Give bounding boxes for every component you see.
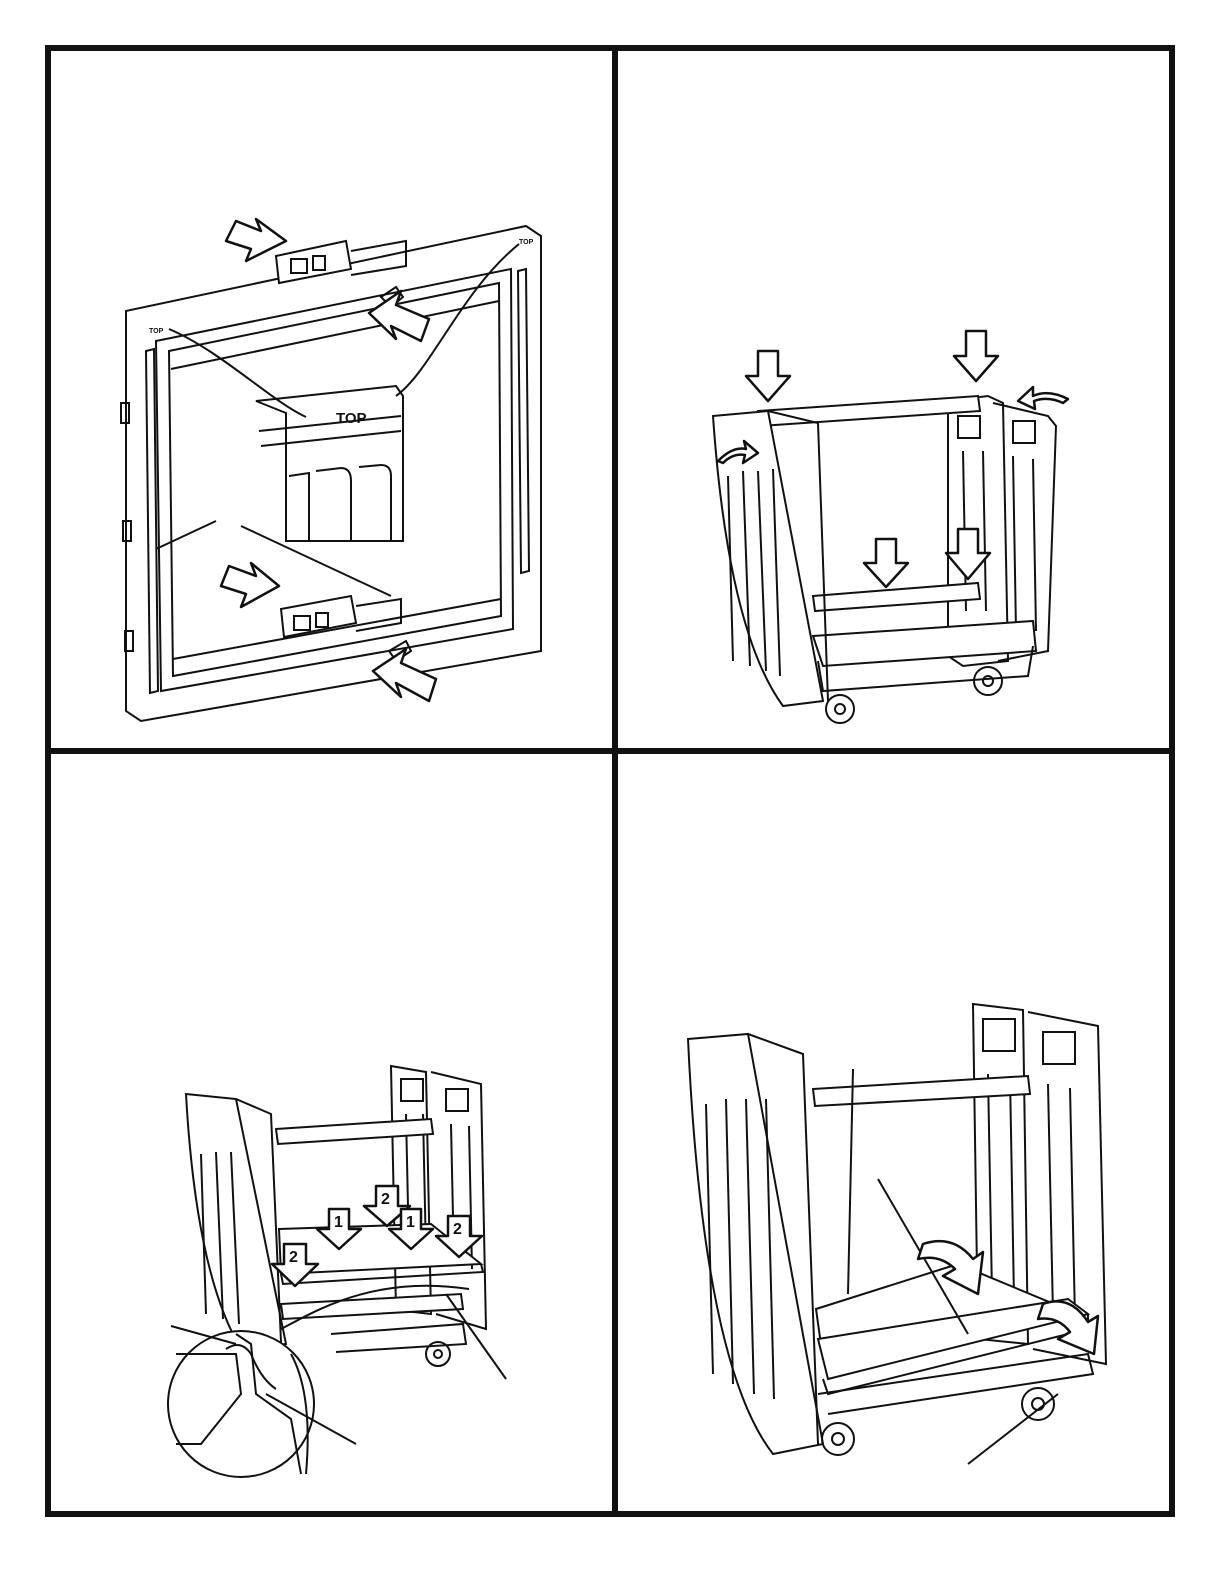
- frame-top-label-left: TOP: [149, 328, 164, 335]
- panel-4-tilted-shelf: [618, 754, 1169, 1511]
- frame-top-label: TOP: [336, 410, 367, 427]
- arrow-label-2a: 2: [381, 1191, 390, 1208]
- panel-4-illustration: [618, 754, 1169, 1511]
- panel-3-illustration: 1 2 1 2 2: [51, 754, 612, 1511]
- panel-1-illustration: TOP TOP TOP: [51, 51, 612, 748]
- panel-1-frame-assembly: TOP TOP TOP: [51, 51, 612, 748]
- panel-3-shelf-insertion: 1 2 1 2 2: [51, 754, 612, 1511]
- arrow-label-1b: 1: [406, 1214, 415, 1231]
- arrow-label-2c: 2: [289, 1249, 298, 1266]
- panel-2-illustration: [618, 51, 1169, 748]
- arrow-label-2b: 2: [453, 1221, 462, 1238]
- arrow-label-1a: 1: [334, 1214, 343, 1231]
- panel-2-cart-sides: [618, 51, 1169, 748]
- frame-top-label-right: TOP: [519, 239, 534, 246]
